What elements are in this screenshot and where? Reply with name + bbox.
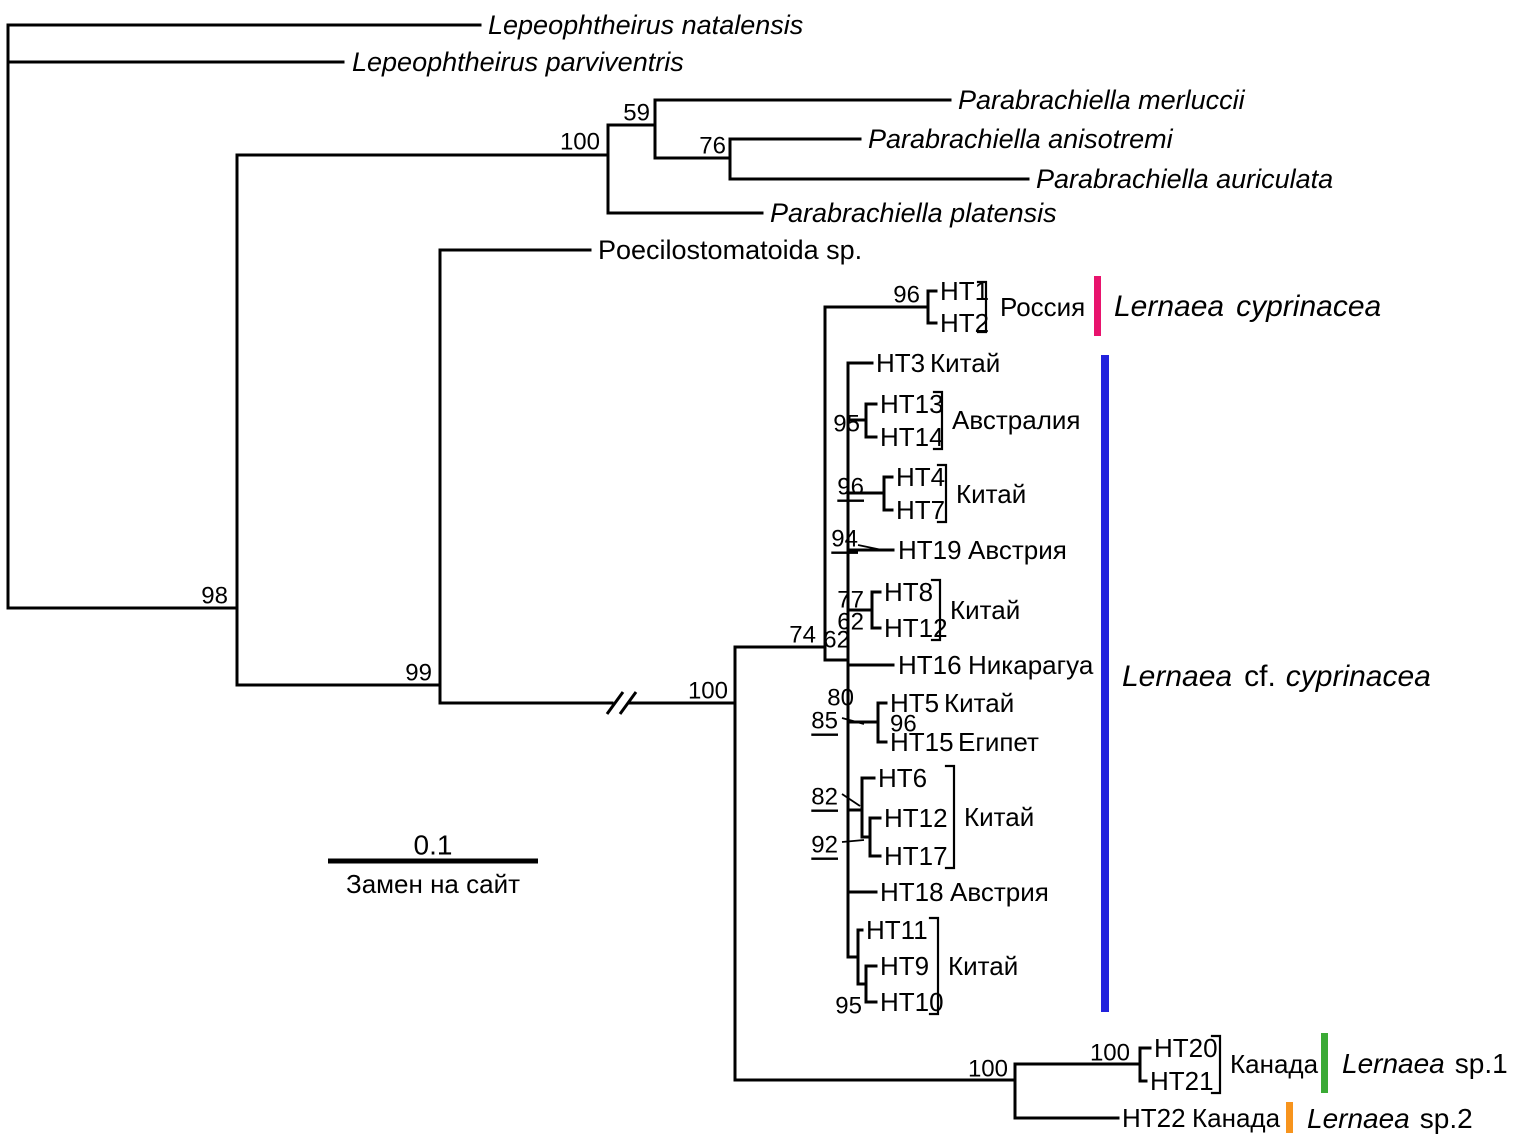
support-value-100-parabrachiella: 100 — [560, 129, 600, 156]
scale-bar-value: 0.1 — [414, 830, 453, 861]
support-value-95-australia: 95 — [833, 411, 860, 438]
haplotype-label-ht14: HT14 — [880, 422, 944, 452]
haplotype-label-ht3: HT3 — [876, 348, 925, 378]
geo-label-nicaragua: Никарагуа — [968, 650, 1094, 680]
haplotype-label-ht4: HT4 — [896, 462, 945, 492]
clade-bracket-china-ht8-ht12 — [930, 578, 942, 642]
species-label-lernaea-cyprinacea: Lernaea cyprinacea — [1114, 290, 1381, 323]
support-value-92: 92 — [811, 832, 838, 859]
support-value-96-ht4-ht7: 96 — [837, 474, 864, 501]
geo-label-china-ht5: Китай — [944, 688, 1014, 718]
haplotype-label-ht16: HT16 — [898, 650, 962, 680]
species-qualifier: cf. — [1244, 660, 1276, 693]
clade-bracket-china-ht4-ht7 — [936, 463, 948, 524]
haplotype-label-ht12-b: HT12 — [884, 803, 948, 833]
clade-bracket-china-ht11-ht9-ht10 — [928, 916, 940, 1016]
support-value-96-ht5-ht15: 96 — [890, 711, 917, 738]
clade-bracket-australia — [932, 390, 944, 451]
haplotype-label-ht11: HT11 — [866, 915, 928, 945]
species-genus: Lernaea — [1122, 660, 1232, 693]
species-suffix: sp.2 — [1420, 1103, 1473, 1134]
lernaea-sp1-color-bar — [1321, 1033, 1328, 1093]
geo-label-china-ht3: Китай — [930, 348, 1000, 378]
support-value-100-bottom: 100 — [968, 1056, 1008, 1083]
haplotype-label-ht5: HT5 — [890, 688, 939, 718]
taxon-label-auriculata: Parabrachiella auriculata — [1036, 164, 1333, 194]
geo-label-china-ht4-ht7: Китай — [956, 479, 1026, 509]
haplotype-label-ht9: HT9 — [880, 951, 929, 981]
support-value-77: 77 — [837, 587, 864, 614]
haplotype-label-ht6: HT6 — [878, 763, 927, 793]
support-value-100-canada: 100 — [1090, 1040, 1130, 1067]
haplotype-label-ht13: HT13 — [880, 389, 944, 419]
support-value-76: 76 — [699, 133, 726, 160]
lernaea-sp2-color-bar — [1286, 1102, 1293, 1133]
species-genus: Lernaea — [1307, 1103, 1410, 1134]
haplotype-label-ht12-a: HT12 — [884, 613, 948, 643]
geo-label-china-ht11-ht9-ht10: Китай — [948, 951, 1018, 981]
taxon-label-poecilostomatoida: Poecilostomatoida sp. — [598, 235, 862, 265]
support-value-95-ht9-ht10: 95 — [835, 993, 862, 1020]
haplotype-label-ht7: HT7 — [896, 495, 945, 525]
geo-label-egypt: Египет — [958, 727, 1039, 757]
taxon-label-platensis: Parabrachiella platensis — [770, 198, 1057, 228]
haplotype-label-ht15: HT15 — [890, 727, 954, 757]
haplotype-label-ht21: HT21 — [1150, 1066, 1214, 1096]
geo-label-china-ht6-ht12-ht17: Китай — [964, 802, 1034, 832]
haplotype-label-ht17: HT17 — [884, 841, 948, 871]
haplotype-label-ht1: HT1 — [940, 276, 989, 306]
support-value-62-b: 62 — [823, 627, 850, 654]
species-epithet: cyprinacea — [1236, 290, 1381, 323]
support-value-74: 74 — [789, 622, 816, 649]
geo-label-china-ht8-ht12: Китай — [950, 595, 1020, 625]
lernaea-cyprinacea-color-bar — [1094, 276, 1101, 336]
species-suffix: sp.1 — [1455, 1048, 1508, 1079]
species-genus: Lernaea — [1342, 1048, 1445, 1079]
haplotype-label-ht18: HT18 — [880, 877, 944, 907]
geo-label-russia: Россия — [1000, 292, 1085, 322]
support-value-94-ht19: 94 — [831, 526, 858, 553]
branch-break-marks — [605, 691, 638, 715]
species-epithet: cyprinacea — [1286, 660, 1431, 693]
taxon-label-anisotremi: Parabrachiella anisotremi — [868, 124, 1174, 154]
clade-bracket-russia — [976, 280, 988, 334]
support-value-59: 59 — [623, 100, 650, 127]
support-value-98: 98 — [201, 583, 228, 610]
support-value-62-a: 62 — [837, 609, 864, 636]
scale-bar-caption: Замен на сайт — [346, 869, 520, 899]
haplotype-label-ht2: HT2 — [940, 308, 989, 338]
haplotype-label-ht10: HT10 — [880, 987, 944, 1017]
taxon-label-parviventris: Lepeophtheirus parviventris — [352, 47, 684, 77]
support-value-85: 85 — [811, 708, 838, 735]
geo-label-canada-ht20-ht21: Канада — [1230, 1049, 1319, 1079]
support-value-96-russia: 96 — [893, 282, 920, 309]
species-label-lernaea-sp1: Lernaea sp.1 — [1342, 1048, 1508, 1079]
geo-label-austria-ht18: Австрия — [950, 877, 1049, 907]
tree-branches — [6, 23, 1152, 1120]
haplotype-label-ht19: HT19 — [898, 535, 962, 565]
taxon-label-merluccii: Parabrachiella merluccii — [958, 85, 1246, 115]
taxon-label-natalensis: Lepeophtheirus natalensis — [488, 10, 803, 40]
haplotype-label-ht20: HT20 — [1154, 1033, 1218, 1063]
haplotype-label-ht8: HT8 — [884, 577, 933, 607]
support-leader-lines — [841, 544, 883, 843]
species-genus: Lernaea — [1114, 290, 1224, 323]
haplotype-label-ht22: HT22 — [1122, 1103, 1186, 1133]
lernaea-cf-cyprinacea-color-bar — [1101, 355, 1109, 1012]
support-value-100-main-clade: 100 — [688, 678, 728, 705]
species-label-lernaea-cf-cyprinacea: Lernaea cf. cyprinacea — [1122, 660, 1431, 693]
support-value-99: 99 — [405, 660, 432, 687]
geo-label-canada-ht22: Канада — [1192, 1103, 1281, 1133]
geo-label-austria-ht19: Австрия — [968, 535, 1067, 565]
clade-bracket-china-ht6-ht12-ht17 — [944, 764, 956, 870]
geo-label-australia: Австралия — [952, 405, 1080, 435]
support-value-80: 80 — [827, 685, 854, 712]
support-value-82: 82 — [811, 784, 838, 811]
clade-bracket-canada — [1210, 1034, 1222, 1095]
species-label-lernaea-sp2: Lernaea sp.2 — [1307, 1103, 1473, 1134]
